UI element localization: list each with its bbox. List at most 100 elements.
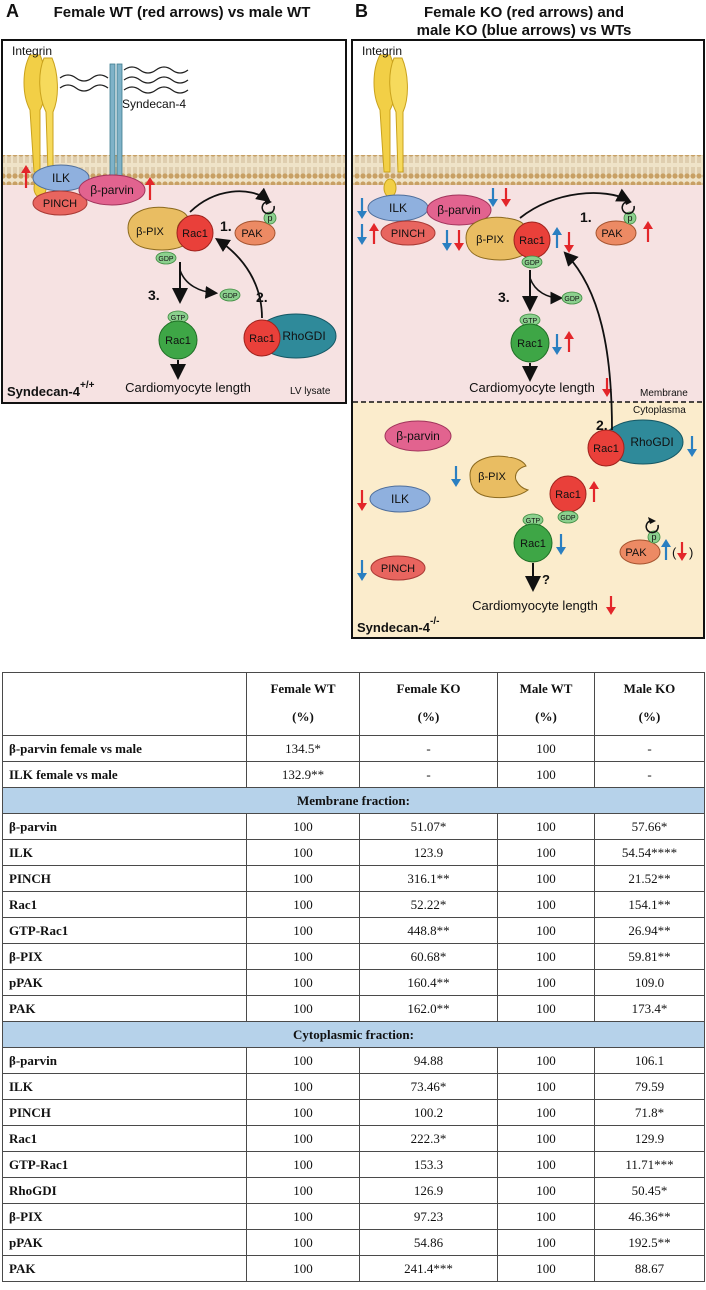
panel-b-integrin-label: Integrin [362, 44, 402, 58]
value-cell: 71.8* [594, 1099, 705, 1126]
panel-b-pak-cytoplasm-up-blue-arrow [661, 539, 671, 560]
row-label: RhoGDI [2, 1177, 247, 1204]
value-cell: 100 [497, 839, 595, 866]
value-cell: 100 [497, 1073, 595, 1100]
value-cell: 132.9** [246, 761, 360, 788]
panel-b-gdp-badge [521, 255, 543, 269]
panel-a-genotype-superscript: +/+ [80, 380, 95, 391]
panel-b-rac1-rhogdi [587, 429, 625, 467]
panel-b-gdp-free-label: GDP [564, 296, 580, 303]
value-cell: 100 [246, 969, 360, 996]
panel-a-gtp-label: GTP [171, 315, 186, 322]
row-label: PAK [2, 1255, 247, 1282]
panel-b-genotype-superscript: -/- [430, 616, 439, 627]
panel-b-genotype-label: Syndecan-4 [357, 620, 431, 635]
value-cell: 100 [497, 735, 595, 762]
panel-b-pinch-down-blue-arrow [357, 224, 367, 245]
panel-b-rac1-gtp-membrane [510, 323, 550, 363]
value-cell: 54.86 [359, 1229, 498, 1256]
value-cell: 51.07* [359, 813, 498, 840]
value-cell: 126.9 [359, 1177, 498, 1204]
panel-a-step-2: 2. [256, 289, 268, 305]
row-label: β-parvin female vs male [2, 735, 247, 762]
panel-b-pix-cytoplasm-label: β-PIX [478, 471, 506, 483]
panel-a-integrin-label: Integrin [12, 44, 52, 58]
value-cell: 50.45* [594, 1177, 705, 1204]
value-cell: 100 [246, 813, 360, 840]
panel-b-gtp-rac1-cytoplasm-down-blue-arrow [556, 534, 566, 555]
panel-a-parvin [78, 174, 146, 206]
panel-b-cytoplasma-label: Cytoplasma [633, 405, 686, 416]
panel-a-integrin-icon [23, 54, 58, 198]
value-cell: 100 [497, 1177, 595, 1204]
panel-a-rac1-rhogdi-label: Rac1 [249, 333, 275, 345]
panel-b-parvin-membrane [426, 194, 492, 226]
panel-a-step-3: 3. [148, 287, 160, 303]
value-cell: 173.4* [594, 995, 705, 1022]
panel-b-ilk-down-blue-arrow [357, 198, 367, 219]
row-label: pPAK [2, 969, 247, 996]
value-cell: 94.88 [359, 1047, 498, 1074]
panel-a-step-1: 1. [220, 218, 232, 234]
row-label: GTP-Rac1 [2, 917, 247, 944]
panel-a-gdp-free-badge [219, 288, 241, 302]
row-label: β-PIX [2, 1203, 247, 1230]
value-cell: 100 [497, 969, 595, 996]
panel-b-pix-down-blue-arrow [442, 230, 452, 251]
panel-b-gtp-rac1-up-red-arrow [564, 331, 574, 352]
panel-b-activation-arrow [519, 188, 632, 219]
value-cell: 97.23 [359, 1203, 498, 1230]
panel-b-rac1-gtp-cytoplasm [513, 523, 553, 563]
value-cell: 160.4** [359, 969, 498, 996]
value-cell: 100 [497, 1203, 595, 1230]
value-cell: 60.68* [359, 943, 498, 970]
panel-a-length-label: Cardiomyocyte length [125, 380, 251, 395]
panel-b-gtp-label: GTP [523, 318, 538, 325]
panel-b-pix-down-red-arrow [454, 230, 464, 251]
value-cell: 153.3 [359, 1151, 498, 1178]
panel-b-pix-cytoplasm-down-blue-arrow [451, 466, 461, 487]
panel-a: A Female WT (red arrows) vs male WT Inte… [1, 1, 347, 404]
panel-b-parvin-down-blue-arrow [488, 188, 498, 207]
panel-a-rac1-rhogdi [243, 319, 281, 357]
panel-b-step-2: 2. [596, 417, 608, 433]
panel-b-pinch-up-red-arrow [369, 223, 379, 244]
value-cell: 162.0** [359, 995, 498, 1022]
panel-b-rac1-gtp-cytoplasm-label: Rac1 [520, 538, 546, 550]
value-cell: 100 [246, 1151, 360, 1178]
panel-a-ilk-up-arrow [21, 165, 31, 188]
value-cell: 52.22* [359, 891, 498, 918]
panel-a-gdp-release-arrow [179, 269, 219, 299]
row-label: PINCH [2, 865, 247, 892]
value-cell: 100 [497, 813, 595, 840]
panel-b-parvin-membrane-label: β-parvin [437, 203, 481, 217]
value-cell: 241.4*** [359, 1255, 498, 1282]
value-cell: 100 [246, 1255, 360, 1282]
value-cell: 54.54**** [594, 839, 705, 866]
panel-b-membrane [353, 155, 703, 185]
table-header-male-wt: Male WT(%) [497, 672, 595, 736]
panel-b-pak-cytoplasm-phospho-label: p [651, 532, 656, 542]
signaling-diagram: A Female WT (red arrows) vs male WT Inte… [1, 1, 705, 639]
panel-b-title-line1: Female KO (red arrows) and [424, 4, 624, 21]
panel-b-rac1-cytoplasm-gdp-badge [557, 510, 579, 524]
panel-b-ilk-cytoplasm [369, 485, 431, 513]
panel-b-ilk-cytoplasm-down-red-arrow [357, 490, 367, 511]
panel-a-pak-phospho-label: p [267, 213, 272, 223]
panel-b-pak-membrane-cycle-icon [621, 201, 635, 215]
panel-a-pak-cycle-icon [261, 201, 275, 215]
panel-a-pinch [32, 190, 88, 216]
panel-b-gdp-release-arrow [529, 277, 564, 305]
value-cell: 100 [246, 1047, 360, 1074]
panel-b-step-3: 3. [498, 289, 510, 305]
value-cell: 134.5* [246, 735, 360, 762]
panel-b-gtp-rac1-down-blue-arrow [552, 334, 562, 355]
